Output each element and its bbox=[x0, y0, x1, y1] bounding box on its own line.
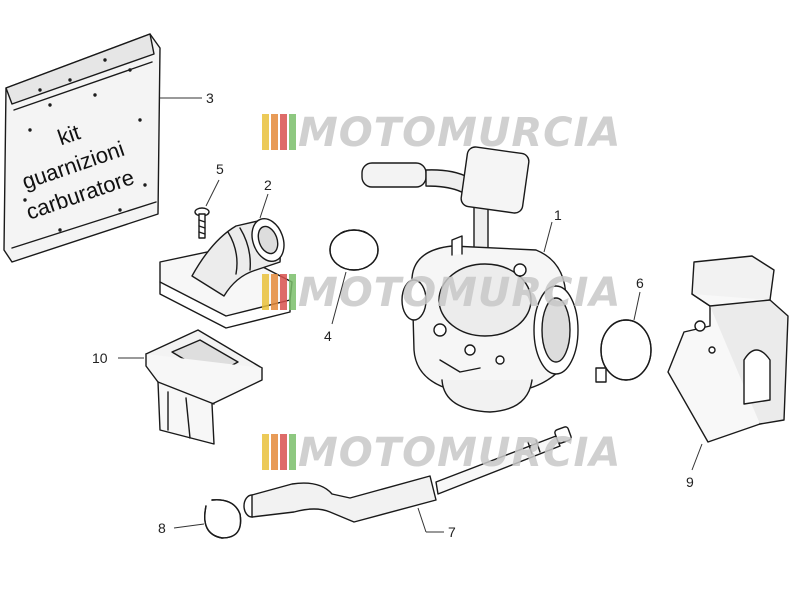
callout-9[interactable]: 9 bbox=[686, 474, 694, 490]
wm-stripe-2 bbox=[271, 434, 278, 470]
wm-stripe-3 bbox=[280, 274, 287, 310]
callout-1[interactable]: 1 bbox=[554, 207, 562, 223]
bag-speckles bbox=[23, 58, 147, 232]
wm-stripe-4 bbox=[289, 274, 296, 310]
wm-stripe-3 bbox=[280, 434, 287, 470]
leader-9 bbox=[691, 443, 703, 471]
clamp-ring-6 bbox=[595, 319, 652, 383]
fuel-pipe-part bbox=[243, 426, 572, 523]
leader-lines bbox=[118, 97, 703, 533]
callout-2[interactable]: 2 bbox=[264, 177, 272, 193]
callout-6[interactable]: 6 bbox=[636, 275, 644, 291]
gasket-kit-bag: kit guarnizioni carburatore bbox=[3, 33, 161, 263]
watermark-text: MOTOMURCIA bbox=[298, 110, 621, 156]
callout-8[interactable]: 8 bbox=[158, 520, 166, 536]
callout-4[interactable]: 4 bbox=[324, 328, 332, 344]
callout-5[interactable]: 5 bbox=[216, 161, 224, 177]
bolt-part bbox=[194, 207, 210, 239]
callout-7[interactable]: 7 bbox=[448, 524, 456, 540]
carburettor-part bbox=[361, 146, 579, 413]
clamp-ring-4 bbox=[329, 229, 379, 271]
watermark-1: MOTOMURCIA bbox=[262, 110, 621, 156]
leader-5 bbox=[205, 179, 220, 207]
leader-2 bbox=[259, 193, 269, 219]
leader-4 bbox=[331, 271, 347, 325]
watermark-2: MOTOMURCIA bbox=[262, 270, 621, 316]
protection-cover-part bbox=[667, 255, 789, 443]
wm-stripe-2 bbox=[271, 114, 278, 150]
leader-8 bbox=[173, 523, 205, 529]
watermark-3: MOTOMURCIA bbox=[262, 430, 621, 476]
watermark-text: MOTOMURCIA bbox=[298, 430, 621, 476]
leader-6 bbox=[633, 291, 641, 321]
hose-clip-part bbox=[204, 499, 242, 539]
wm-stripe-1 bbox=[262, 434, 269, 470]
wm-stripe-1 bbox=[262, 274, 269, 310]
callout-3[interactable]: 3 bbox=[206, 90, 214, 106]
wm-stripe-4 bbox=[289, 434, 296, 470]
wm-stripe-1 bbox=[262, 114, 269, 150]
leader-7b bbox=[417, 507, 427, 533]
watermark-text: MOTOMURCIA bbox=[298, 270, 621, 316]
wm-stripe-4 bbox=[289, 114, 296, 150]
callout-10[interactable]: 10 bbox=[92, 350, 108, 366]
intake-manifold-part bbox=[159, 217, 293, 329]
wm-stripe-2 bbox=[271, 274, 278, 310]
wm-stripe-3 bbox=[280, 114, 287, 150]
reed-valve-part bbox=[145, 329, 263, 445]
leader-1 bbox=[543, 221, 553, 253]
callouts: 1 2 3 4 5 6 7 8 9 10 bbox=[92, 90, 694, 540]
